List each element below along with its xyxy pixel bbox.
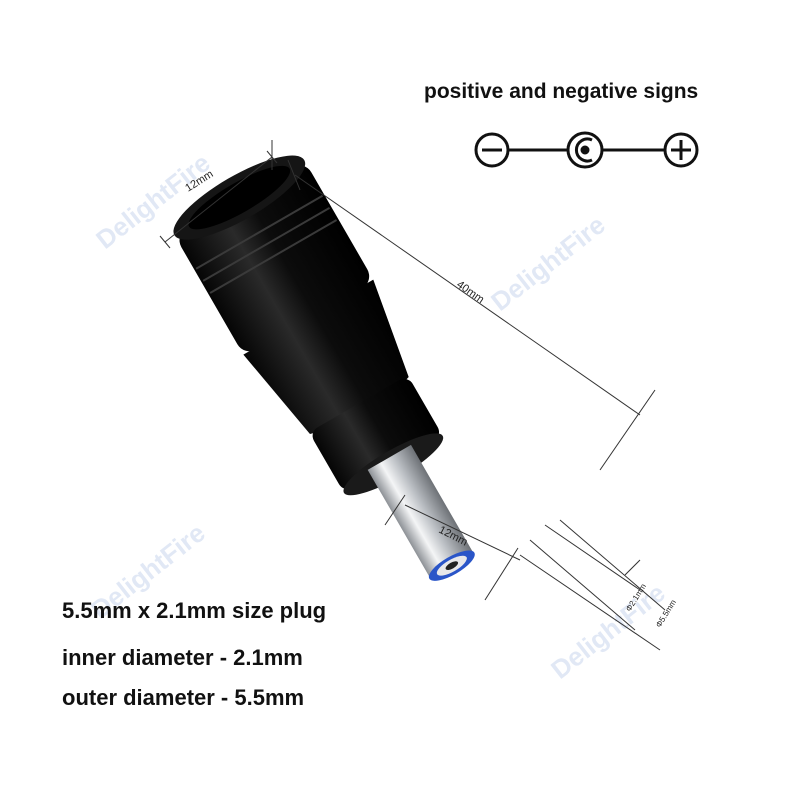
- polarity-symbol: [474, 131, 699, 169]
- watermark-text: DelightFire: [545, 577, 670, 684]
- total-length-label: 40mm: [454, 279, 486, 306]
- dimension-lines: [159, 140, 666, 651]
- watermark-text: DelightFire: [485, 209, 610, 316]
- dc-adapter-plug: [173, 155, 475, 581]
- center-positive-jack-icon: [574, 137, 593, 163]
- metal-pin: [367, 444, 474, 579]
- tapered-housing: [243, 279, 409, 434]
- spec-inner-diameter: inner diameter - 2.1mm: [62, 645, 303, 670]
- plus-icon: [663, 132, 699, 168]
- spec-outer-diameter: outer diameter - 5.5mm: [62, 685, 305, 710]
- polarity-heading: positive and negative signs: [424, 80, 699, 103]
- spec-size: 5.5mm x 2.1mm size plug: [62, 598, 327, 623]
- plug-collar: [312, 378, 440, 490]
